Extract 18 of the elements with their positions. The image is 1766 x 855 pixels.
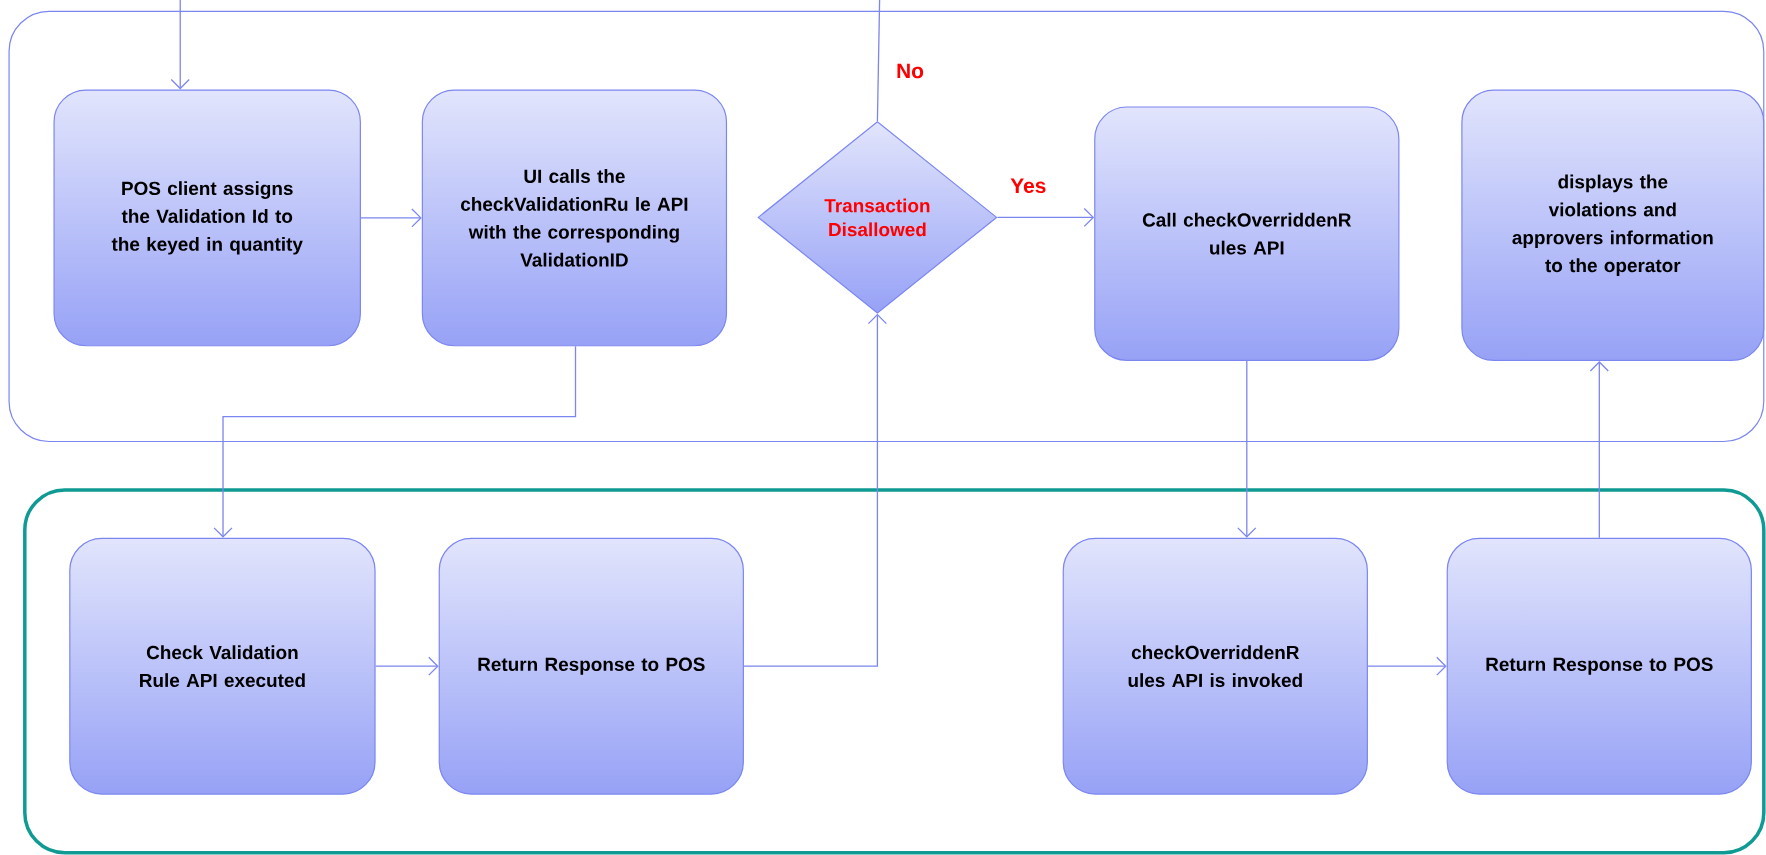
- arrow: [1589, 361, 1609, 539]
- process-box: displays the violations and approvers information to the operator: [1461, 89, 1765, 362]
- process-box: checkOverriddenR ules API is invoked: [1062, 537, 1368, 795]
- arrow: [374, 656, 439, 676]
- arrow: [360, 208, 422, 228]
- arrow: [170, 0, 190, 90]
- process-box: Call checkOverriddenR ules API: [1094, 106, 1400, 361]
- process-box: POS client assigns the Validation Id to the keyed in quantity: [53, 89, 361, 347]
- arrow: [743, 313, 888, 667]
- arrow: [996, 207, 1095, 227]
- arrow: [213, 345, 577, 538]
- edge-label: Yes: [1008, 176, 1049, 196]
- process-box: Return Response to POS: [438, 537, 744, 795]
- arrow: [1237, 360, 1257, 538]
- process-box: UI calls the checkValidationRu le API with the corresponding ValidationID: [421, 89, 728, 347]
- arrow: [1367, 656, 1447, 676]
- process-box: Check Validation Rule API executed: [69, 537, 376, 795]
- process-box: Return Response to POS: [1446, 537, 1752, 795]
